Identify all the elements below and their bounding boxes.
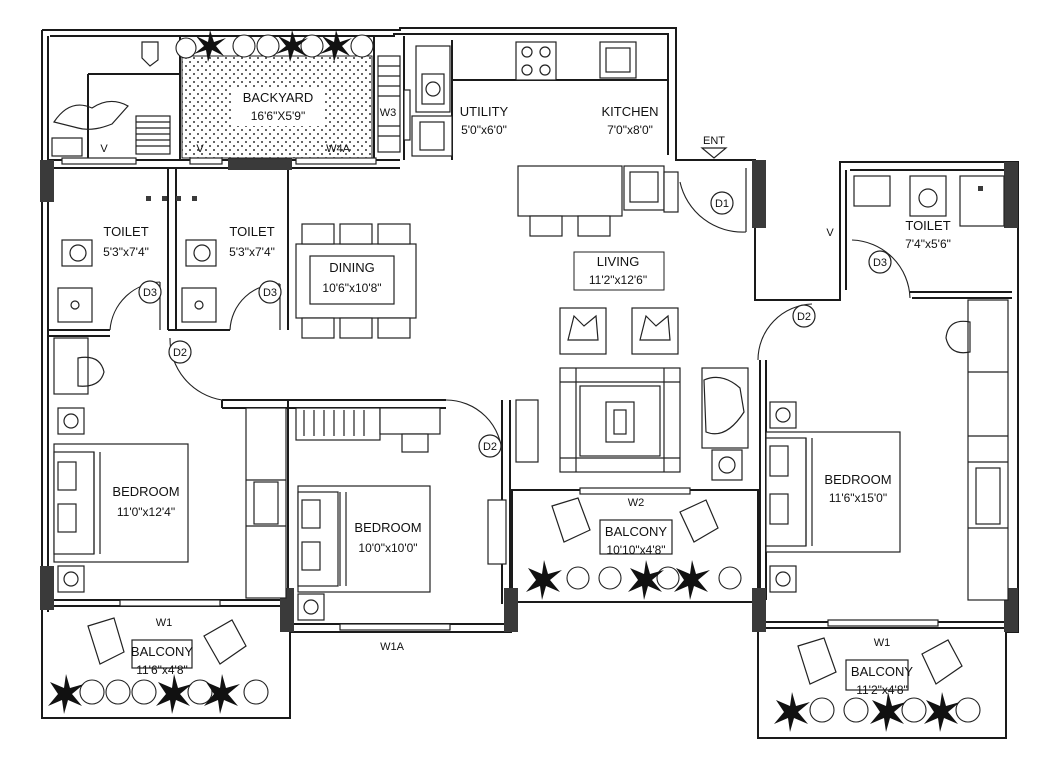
bedroom1-dims: 11'0"x12'4" (117, 505, 175, 519)
toilet3-dims: 7'4"x5'6" (905, 237, 951, 251)
living-label: LIVING (597, 254, 640, 269)
pillars (40, 158, 1018, 632)
backyard-area (51, 41, 401, 159)
d3-tag-toilet3: D3 (873, 257, 887, 269)
toilet1-label: TOILET (103, 224, 148, 239)
bedroom1-furniture (53, 337, 287, 599)
ent-tag: ENT (703, 135, 725, 147)
w4a-tag: W4A (326, 143, 351, 155)
toilet2-label: TOILET (229, 224, 274, 239)
bedroom3-label: BEDROOM (824, 472, 891, 487)
w2-tag: W2 (628, 497, 645, 509)
balcony-furniture (87, 497, 963, 691)
bedroom3-furniture (765, 299, 1009, 601)
balcony2-dims: 10'10"x4'8" (606, 543, 665, 557)
toilet-fixtures (57, 175, 1005, 323)
room-labels: BACKYARD 16'6"X5'9" UTILITY 5'0"x6'0" KI… (103, 88, 951, 697)
kitchen-fixtures (411, 41, 679, 237)
kitchen-dims: 7'0"x8'0" (607, 123, 653, 137)
windows (61, 89, 939, 631)
utility-dims: 5'0"x6'0" (461, 123, 507, 137)
w1-tag-balcony1: W1 (156, 617, 173, 629)
bedroom3-dims: 11'6"x15'0" (829, 491, 887, 505)
balcony2-label: BALCONY (605, 524, 667, 539)
toilet2-dims: 5'3"x7'4" (229, 245, 275, 259)
balcony1-label: BALCONY (131, 644, 193, 659)
living-dims: 11'2"x12'6" (589, 273, 647, 287)
w1-tag-balcony3: W1 (874, 637, 891, 649)
w1a-tag: W1A (380, 641, 405, 653)
d1-tag: D1 (715, 198, 729, 210)
d3-tag-toilet2: D3 (263, 287, 277, 299)
dining-furniture (295, 223, 417, 339)
toilet1-dims: 5'3"x7'4" (103, 245, 149, 259)
v-tag-3: V (826, 227, 834, 239)
plants (48, 30, 981, 732)
d3-tag-toilet1: D3 (143, 287, 157, 299)
bedroom2-label: BEDROOM (354, 520, 421, 535)
bedroom2-furniture (295, 407, 441, 621)
balcony1-dims: 11'6"x4'8" (136, 663, 188, 677)
balcony3-dims: 11'2"x4'8" (856, 683, 908, 697)
d2-tag-bedroom3: D2 (797, 311, 811, 323)
v-tag-2: V (196, 143, 204, 155)
tags: ENT D1 D3 D3 D3 D2 D2 D2 W1 W1 W1A W2 W3… (100, 107, 892, 653)
bedroom1-label: BEDROOM (112, 484, 179, 499)
dining-dims: 10'6"x10'8" (322, 281, 381, 295)
bedroom2-dims: 10'0"x10'0" (358, 541, 417, 555)
kitchen-label: KITCHEN (601, 104, 658, 119)
dining-label: DINING (329, 260, 375, 275)
v-tag-1: V (100, 143, 108, 155)
living-furniture (487, 307, 749, 565)
d2-tag-bedroom1: D2 (173, 347, 187, 359)
toilet3-label: TOILET (905, 218, 950, 233)
backyard-dims: 16'6"X5'9" (251, 109, 305, 123)
balcony3-label: BALCONY (851, 664, 913, 679)
d2-tag-bedroom2: D2 (483, 441, 497, 453)
w3-tag: W3 (380, 107, 397, 119)
utility-label: UTILITY (460, 104, 509, 119)
backyard-label: BACKYARD (243, 90, 314, 105)
